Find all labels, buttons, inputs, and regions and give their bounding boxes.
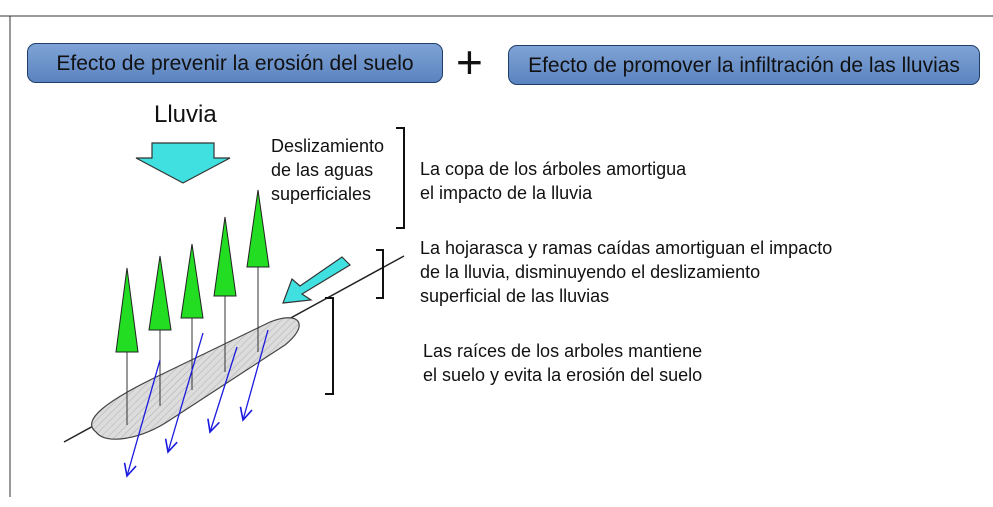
infiltration-promotion-box: Efecto de promover la infiltración de la… — [508, 45, 980, 85]
roots-note-line: Las raíces de los arboles mantiene — [423, 341, 703, 361]
tree-crown-icon — [115, 267, 139, 353]
litter-note-line: La hojarasca y ramas caídas amortiguan e… — [420, 238, 833, 258]
litter-bracket — [376, 249, 384, 299]
tree-crown-icon — [148, 255, 172, 331]
infiltration-arrowhead-icon — [207, 418, 220, 434]
erosion-prevention-label: Efecto de prevenir la erosión del suelo — [56, 52, 414, 75]
tree-crown-icon — [180, 243, 204, 319]
rain-arrow-icon — [135, 142, 231, 184]
runoff-arrow-icon — [282, 256, 351, 304]
infiltration-arrows — [123, 329, 269, 478]
infiltration-arrow-shaft — [209, 346, 238, 433]
infiltration-arrow-shaft — [126, 359, 161, 477]
tree-crown-icon — [246, 189, 270, 268]
litter-note-line: de la lluvia, disminuyendo el deslizamie… — [420, 262, 761, 282]
roots-note: Las raíces de los arboles mantiene el su… — [423, 339, 702, 387]
tree-crown-icon — [213, 216, 237, 297]
runoff-label-line: Deslizamiento — [271, 136, 385, 156]
infiltration-arrow-shaft — [242, 329, 269, 421]
litter-note-line: superficial de las lluvias — [420, 286, 610, 306]
canopy-note: La copa de los árboles amortigua el impa… — [420, 157, 686, 205]
erosion-prevention-box: Efecto de prevenir la erosión del suelo — [27, 43, 443, 83]
infiltration-arrowhead-icon — [123, 462, 137, 478]
runoff-label-line: superficiales — [271, 184, 372, 204]
runoff-label-line: de las aguas — [271, 160, 374, 180]
infiltration-arrowhead-icon — [239, 406, 253, 422]
litter-note: La hojarasca y ramas caídas amortiguan e… — [420, 236, 832, 308]
roots-bracket — [325, 297, 334, 395]
infiltration-promotion-label: Efecto de promover la infiltración de la… — [528, 54, 960, 77]
runoff-label: Deslizamiento de las aguas superficiales — [271, 134, 384, 206]
tree-group — [115, 189, 270, 425]
roots-note-line: el suelo y evita la erosión del suelo — [423, 365, 703, 385]
canopy-bracket — [396, 127, 405, 229]
infiltration-arrow-shaft — [167, 332, 204, 453]
infiltration-arrowhead-icon — [164, 438, 178, 454]
rain-label: Lluvia — [154, 101, 217, 128]
soil-layer-shape — [91, 317, 300, 440]
canopy-note-line: el impacto de la lluvia — [420, 183, 593, 203]
plus-sign: + — [456, 36, 483, 88]
canopy-note-line: La copa de los árboles amortigua — [420, 159, 687, 179]
